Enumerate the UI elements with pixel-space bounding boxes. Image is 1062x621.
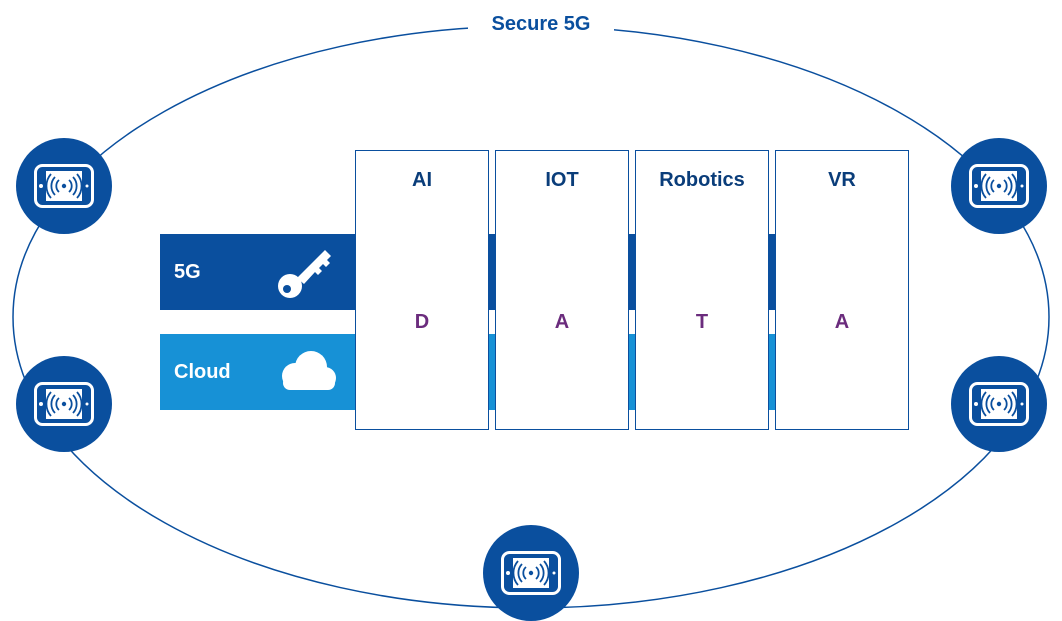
tablet-wireless-icon [969,164,1029,208]
tablet-wireless-icon [501,551,561,595]
diagram-title: Secure 5G [468,10,614,38]
tablet-wireless-icon [969,382,1029,426]
tablet-wireless-icon [34,382,94,426]
device-bottom-center [483,525,579,621]
device-bottom-right [951,356,1047,452]
column-ai: AI D [355,150,489,430]
device-bottom-left [16,356,112,452]
column-letter-ai: D [414,311,430,333]
band-label-5g: 5G [174,261,201,283]
column-title-robotics: Robotics [659,169,745,191]
key-icon [278,250,331,298]
column-title-ai: AI [412,169,432,191]
band-label-cloud: Cloud [174,361,231,383]
column-vr: VR A [775,150,909,430]
device-top-left [16,138,112,234]
column-title-vr: VR [828,169,856,191]
tablet-wireless-icon [34,164,94,208]
column-title-iot: IOT [545,169,579,191]
device-top-right [951,138,1047,234]
column-robotics: Robotics T [635,150,769,430]
column-letter-iot: A [554,311,570,333]
column-letter-robotics: T [695,311,709,333]
cloud-icon [282,351,336,390]
column-letter-vr: A [834,311,850,333]
column-iot: IOT A [495,150,629,430]
